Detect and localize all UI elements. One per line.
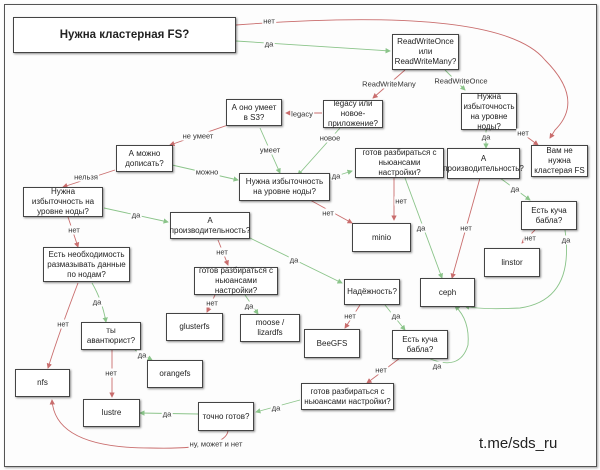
node-beegfs: BeeGFS: [304, 329, 360, 358]
node-really-ready: точно готов?: [198, 402, 254, 431]
label-rwo: ReadWriteOnce: [433, 76, 489, 86]
edge-no-need-cluster: [235, 19, 569, 139]
node-need-redundancy-center: Нужна избыточность на уровне ноды?: [239, 173, 330, 201]
label-cannot-patch: нельзя: [73, 172, 99, 182]
label-yes-spread: да: [91, 297, 103, 307]
label-no-perf-right: нет: [459, 223, 473, 233]
label-no-adv: нет: [104, 368, 118, 378]
label-yes-left: да: [130, 210, 142, 220]
label-yes-perf-left: да: [288, 255, 300, 265]
diagram-frame: [4, 4, 597, 467]
label-no-money-right: нет: [523, 233, 537, 243]
label-yes-really: да: [161, 409, 173, 419]
label-no-spread: нет: [56, 319, 70, 329]
edge-yes-money-bottom: [427, 305, 469, 364]
node-reliability: Надёжность?: [344, 279, 400, 305]
node-no-need: Вам не нужна кластерая FS: [531, 145, 588, 177]
brand-link[interactable]: t.me/sds_ru: [479, 435, 558, 452]
node-spread-data: Есть необходимость размазывать данные по…: [43, 247, 130, 282]
label-no-tuning-top: нет: [394, 196, 408, 206]
node-need-redundancy-left: Нужна избыточность на уровне ноды?: [23, 187, 103, 217]
label-legacy: legacy: [290, 109, 314, 119]
label-yes-money-right: да: [560, 235, 572, 245]
node-performance-left: А производительность?: [170, 212, 250, 239]
node-can-patch: А можно дописать?: [116, 145, 173, 172]
edge-yes-money-right: [464, 229, 567, 310]
label-no-perf-left: нет: [215, 247, 229, 257]
label-yes-tuning-mid: да: [243, 301, 255, 311]
node-lots-of-money-bottom: Есть куча бабла?: [392, 330, 448, 359]
node-need-cluster-fs: Нужна кластерная FS?: [13, 17, 236, 53]
node-performance-right: А производительность?: [443, 148, 524, 179]
label-yes-rwo: да: [480, 132, 492, 142]
node-ceph: ceph: [420, 278, 475, 307]
label-no-center: нет: [321, 208, 335, 218]
node-legacy-or-new: legacy или новое-приложение?: [323, 99, 383, 128]
node-linstor: linstor: [484, 248, 540, 277]
label-yes-money-bottom: да: [431, 361, 443, 371]
node-adventurer: ты авантюрист?: [81, 322, 141, 350]
node-ready-tuning-bottom: готов разбираться с ньюансами настройки?: [301, 383, 394, 410]
label-maybe-not: ну, может и нет: [188, 439, 244, 449]
node-lustre: lustre: [83, 399, 140, 427]
label-yes-adv: да: [136, 350, 148, 360]
label-no-rel: нет: [343, 311, 357, 321]
label-cannot: не умеет: [181, 131, 215, 141]
node-rwo-or-rwm: ReadWriteOnce или ReadWriteMany?: [392, 34, 459, 70]
label-new: новое: [318, 133, 342, 143]
node-orangefs: orangefs: [147, 360, 203, 388]
node-minio: minio: [352, 223, 411, 252]
label-no-left: нет: [67, 225, 81, 235]
label-yes-tuning-bottom: да: [270, 403, 282, 413]
node-nfs: nfs: [15, 369, 70, 397]
edge-yes-need-cluster: [235, 40, 391, 54]
label-yes-rel: да: [390, 311, 402, 321]
node-glusterfs: glusterfs: [166, 313, 223, 341]
label-yes-tuning-top: да: [415, 223, 427, 233]
node-ready-tuning-mid: готов разбираться с ньюансами настройки?: [194, 266, 278, 295]
node-need-redundancy-rwo: Нужна избыточность на уровне ноды?: [461, 92, 517, 131]
label-yes-center: да: [330, 171, 342, 181]
label-no-tuning-mid: нет: [205, 298, 219, 308]
label-yes-perf-right: да: [509, 184, 521, 194]
label-no-top: нет: [262, 16, 276, 26]
label-can-patch: можно: [194, 167, 220, 177]
node-lots-of-money-right: Есть куча бабла?: [521, 201, 577, 230]
node-can-s3: А оно умеет в S3?: [226, 99, 282, 126]
label-can: умеет: [258, 145, 282, 155]
label-rwm: ReadWriteMany: [361, 79, 417, 89]
label-no-money-bottom: нет: [374, 365, 388, 375]
label-yes-top: да: [263, 39, 275, 49]
node-ready-tuning-top: готов разбираться с ньюансами настройки?: [355, 148, 444, 178]
label-no-rwo: нет: [516, 128, 530, 138]
node-moose: moose / lizardfs: [240, 314, 300, 342]
